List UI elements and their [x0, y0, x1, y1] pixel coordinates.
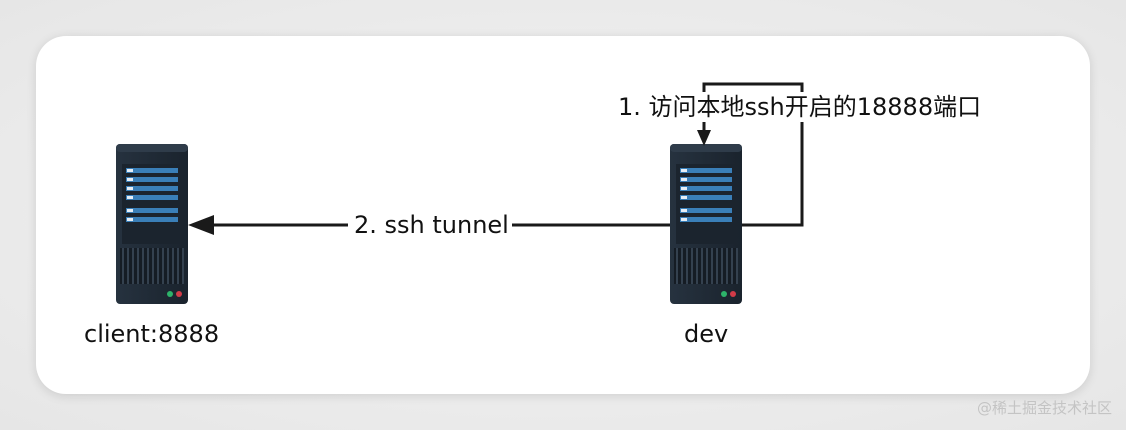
dev-server-icon: [670, 144, 742, 304]
watermark: @稀土掘金技术社区: [976, 399, 1112, 417]
loopback-label: 1. 访问本地ssh开启的18888端口: [616, 92, 984, 122]
client-server-icon: [116, 144, 188, 304]
ssh-tunnel-arrow: [188, 215, 670, 235]
client-node-label: client:8888: [84, 320, 220, 348]
tunnel-label: 2. ssh tunnel: [354, 211, 509, 239]
dev-node-label: dev: [684, 320, 729, 348]
